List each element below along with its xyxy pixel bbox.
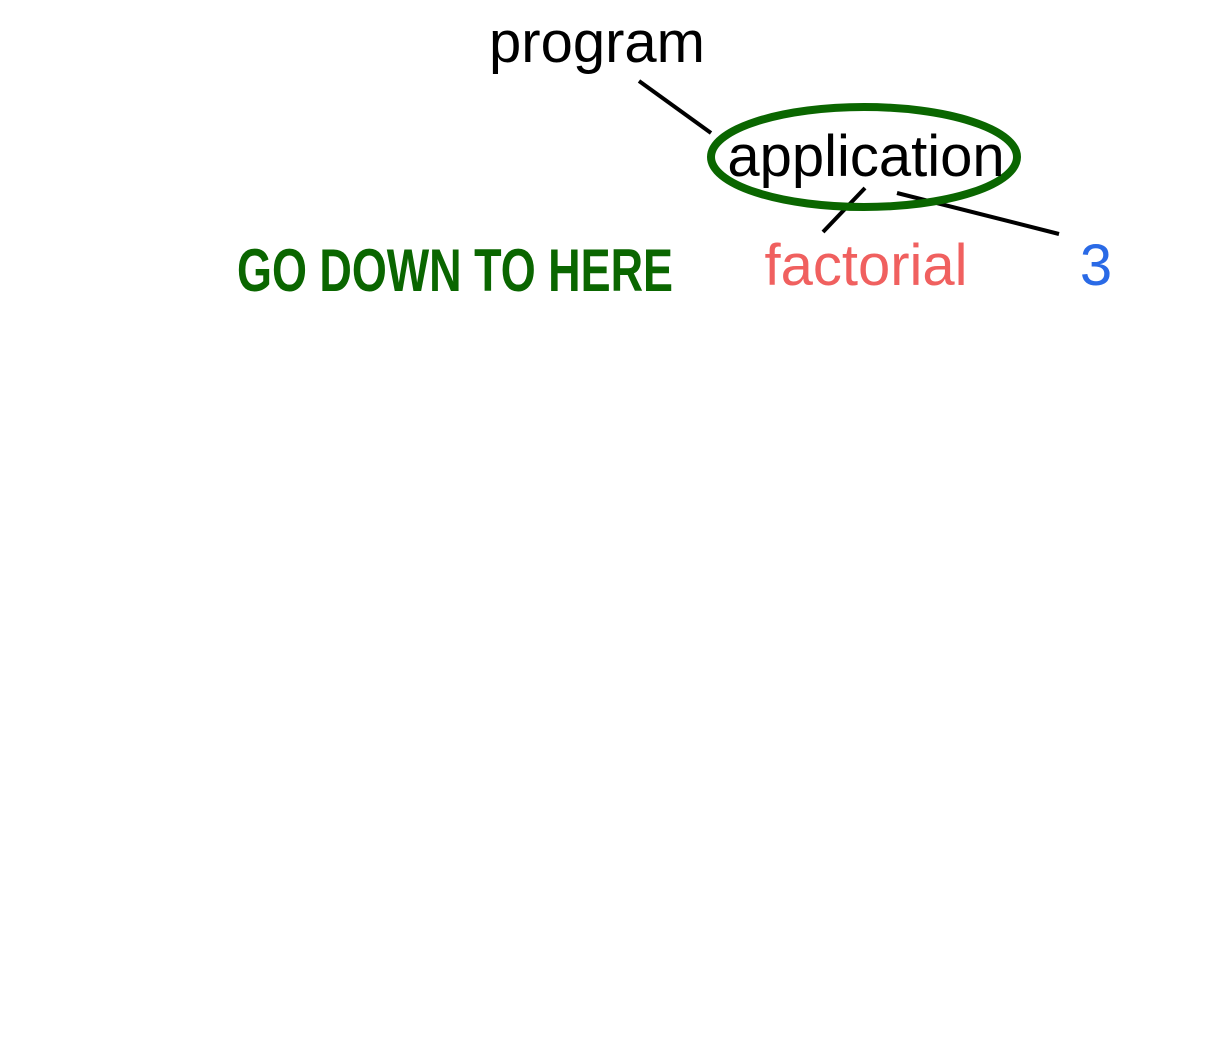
- node-factorial: factorial: [764, 233, 967, 298]
- node-argument: 3: [1080, 233, 1112, 298]
- node-program: program: [489, 10, 705, 75]
- go-down-annotation: GO DOWN TO HERE: [237, 237, 673, 304]
- edge-program-application: [637, 79, 713, 135]
- edge-application-argument: [896, 191, 1060, 236]
- application-highlight-ellipse: [707, 103, 1021, 211]
- node-application: application: [727, 124, 1004, 189]
